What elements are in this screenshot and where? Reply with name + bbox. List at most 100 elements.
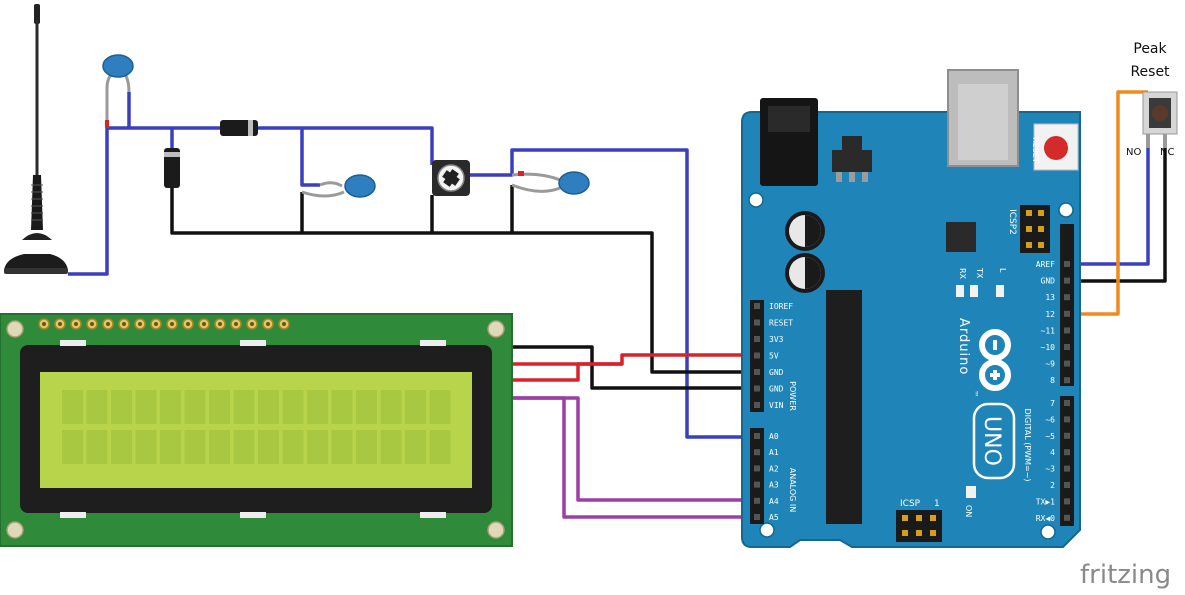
header-pin xyxy=(754,303,760,309)
header-pin xyxy=(754,336,760,342)
header-pin xyxy=(754,352,760,359)
lcd-cell xyxy=(86,390,108,424)
lcd-cell xyxy=(282,430,304,464)
header-pin xyxy=(754,465,760,472)
header-pin xyxy=(1064,327,1070,334)
lcd-character-cells xyxy=(62,390,451,464)
button-no-label: NO xyxy=(1126,147,1141,158)
header-pin xyxy=(754,369,760,375)
wire-cap2-top xyxy=(300,128,320,187)
pin-label: RX◀0 xyxy=(1036,514,1055,523)
lcd-cell xyxy=(258,390,279,424)
icsp2-label: ICSP2 xyxy=(1007,209,1017,235)
button-title-line1: Peak xyxy=(1133,41,1167,57)
reset-button[interactable] xyxy=(1033,123,1079,171)
pin-label: A5 xyxy=(769,513,779,522)
power-label: POWER xyxy=(788,381,797,411)
wire-lcd-a4 xyxy=(512,396,752,502)
pin-label: 5V xyxy=(769,352,779,361)
analog-label: ANALOG IN xyxy=(788,468,797,513)
lcd-cell xyxy=(331,430,353,464)
pin-label: GND xyxy=(769,385,784,394)
icsp-label: ICSP xyxy=(900,499,921,509)
pin-label: ~9 xyxy=(1045,360,1055,369)
pin-label: A3 xyxy=(769,481,779,490)
digital-label: DIGITAL (PWM=~) xyxy=(1023,408,1032,481)
wire-lcd-gnd xyxy=(512,345,752,390)
pin-label: 4 xyxy=(1050,448,1055,457)
l-label: L xyxy=(998,268,1007,273)
digital-header-top xyxy=(1060,224,1074,386)
rx-label: RX xyxy=(958,268,967,280)
icsp-header xyxy=(896,510,942,542)
lcd-cell xyxy=(86,430,108,464)
lcd-cell xyxy=(429,390,451,424)
pin-label: 2 xyxy=(1050,481,1055,490)
header-pin xyxy=(1064,400,1070,406)
lcd-cell xyxy=(62,390,83,424)
lcd-cell xyxy=(233,390,255,424)
header-pin xyxy=(1064,449,1070,456)
tx-label: TX xyxy=(975,267,984,279)
uno-badge: UNO xyxy=(972,402,1016,480)
header-pin xyxy=(754,385,760,392)
electrolytic-capacitors xyxy=(785,211,825,293)
header-pin xyxy=(1064,344,1070,350)
lcd-cell xyxy=(380,430,402,464)
lcd-cell xyxy=(356,390,377,424)
antenna xyxy=(4,4,68,274)
icsp-pin1-label: 1 xyxy=(934,499,940,509)
header-pin xyxy=(1064,360,1070,367)
lcd-cell xyxy=(282,390,304,424)
lcd-cell xyxy=(62,430,83,464)
wire-button-12 xyxy=(1070,90,1148,316)
lcd-cell xyxy=(429,430,451,464)
ceramic-capacitor-1 xyxy=(102,54,134,128)
lcd-cell xyxy=(331,390,353,424)
lcd-cell xyxy=(405,430,426,464)
header-pin xyxy=(1064,432,1070,439)
trimmer-potentiometer xyxy=(432,160,470,196)
pin-label: ~10 xyxy=(1041,343,1056,352)
pin-label: GND xyxy=(1041,277,1056,286)
pin-label: RESET xyxy=(769,319,793,328)
arduino-logo xyxy=(979,329,1011,391)
wires xyxy=(68,90,1167,519)
peak-reset-pushbutton[interactable] xyxy=(1142,91,1178,148)
arduino-uno-board: RESET ICSP2 RX TX L ON xyxy=(741,69,1081,548)
lcd-cell xyxy=(111,430,132,464)
lcd-cell xyxy=(160,390,181,424)
pin-label: VIN xyxy=(769,401,784,410)
lcd-cell xyxy=(184,390,206,424)
pin-label: ~6 xyxy=(1045,415,1055,424)
digital-header-bottom xyxy=(1060,396,1074,526)
wire-lcd-5v xyxy=(512,353,752,366)
lcd-cell xyxy=(135,390,157,424)
model-text: UNO xyxy=(979,416,1004,466)
header-pin xyxy=(1064,514,1070,521)
icsp2-header xyxy=(1020,205,1050,253)
lcd-cell xyxy=(135,430,157,464)
trademark: ™ xyxy=(970,390,979,398)
lcd-cell xyxy=(405,390,426,424)
on-label: ON xyxy=(964,505,973,517)
header-pin xyxy=(754,481,760,488)
header-pin xyxy=(1064,482,1070,488)
header-pin xyxy=(754,449,760,456)
button-title-line2: Reset xyxy=(1130,64,1170,80)
fritzing-watermark: fritzing xyxy=(1080,560,1171,590)
ceramic-capacitor-3 xyxy=(511,171,590,195)
pin-label: 12 xyxy=(1045,310,1055,319)
lcd-cell xyxy=(111,390,132,424)
header-pin xyxy=(1064,498,1070,505)
lcd-cell xyxy=(209,390,230,424)
header-pin xyxy=(1064,377,1070,384)
header-pin xyxy=(1064,261,1070,267)
pin-label: TX▶1 xyxy=(1036,497,1055,506)
pin-label: AREF xyxy=(1036,260,1055,269)
header-pin xyxy=(754,497,760,504)
wire-button-aref xyxy=(1070,148,1150,266)
